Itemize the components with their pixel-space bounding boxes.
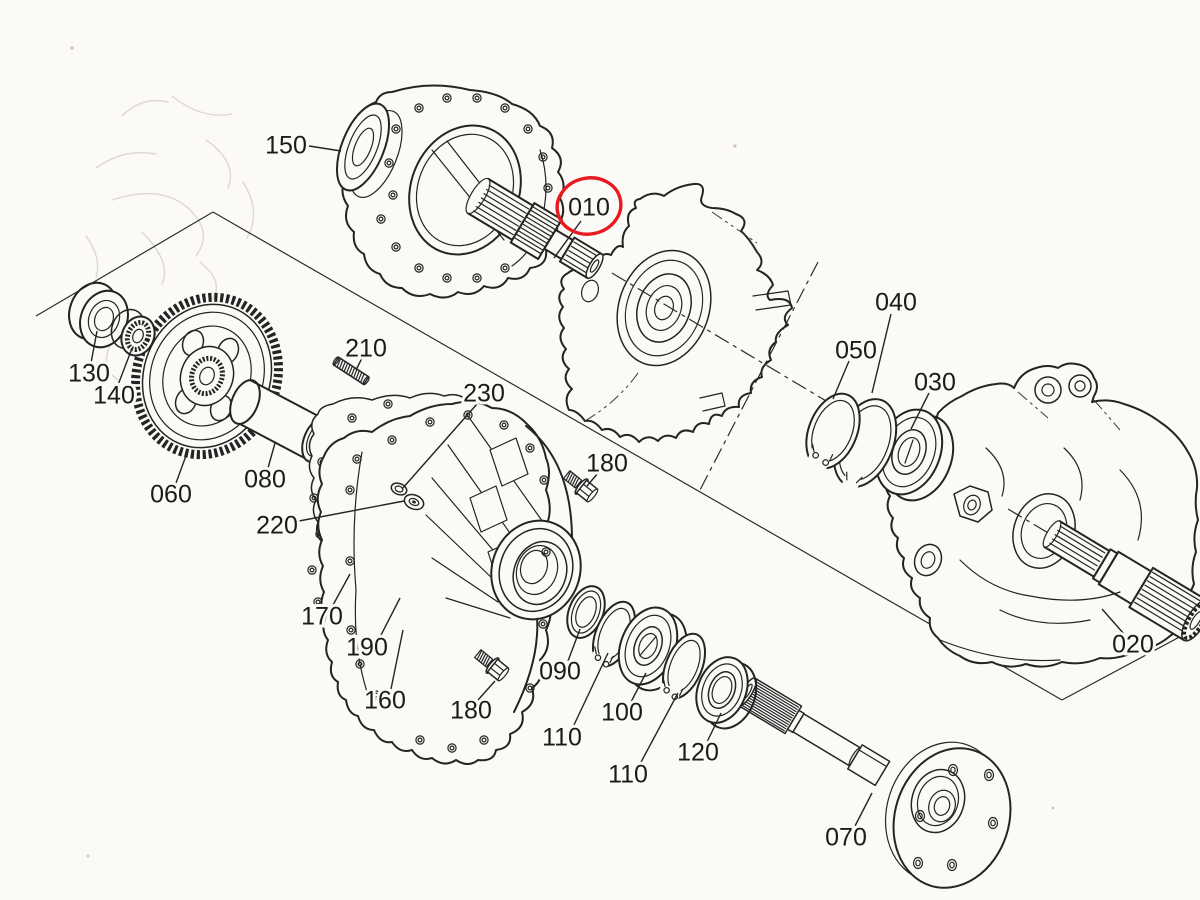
part-label-150-0: 150 — [265, 132, 307, 160]
part-050-snap-ring — [804, 392, 861, 475]
leader-line-150-0 — [308, 145, 342, 152]
leader-line-010-1 — [553, 220, 582, 259]
leader-line-090-14 — [567, 628, 581, 662]
centerline-bore-020 — [1007, 508, 1061, 541]
leader-line-210-2 — [355, 357, 363, 371]
leader-line-100-16 — [630, 672, 647, 703]
leader-line-060-5 — [175, 452, 188, 484]
part-230-washer — [390, 482, 408, 496]
centerline-bearing-group — [699, 261, 819, 491]
part-label-160-12: 160 — [364, 687, 406, 715]
leader-line-220-7 — [298, 500, 405, 522]
part-020-splined-shaft — [1042, 520, 1200, 642]
part-070-axle-shaft — [736, 677, 1012, 889]
part-label-180-9: 180 — [586, 450, 628, 478]
paper-specks — [70, 46, 1055, 858]
leader-line-070-23 — [854, 792, 873, 827]
part-label-100-16: 100 — [601, 699, 643, 727]
part-label-050-20: 050 — [835, 337, 877, 365]
leader-line-180-9 — [586, 472, 599, 487]
part-150-bevel-gear-case — [335, 84, 565, 299]
leader-line-050-20 — [832, 360, 850, 400]
part-label-130-3: 130 — [68, 360, 110, 388]
part-label-070-23: 070 — [825, 824, 867, 852]
part-label-010-1: 010 — [568, 194, 610, 222]
part-label-120-18: 120 — [677, 739, 719, 767]
part-label-040-19: 040 — [875, 289, 917, 317]
part-axle-support-housing — [558, 182, 793, 443]
part-label-090-14: 090 — [539, 658, 581, 686]
part-label-230-8: 230 — [463, 380, 505, 408]
highlight-circle-010 — [555, 176, 623, 236]
part-090-oil-seal — [566, 585, 606, 639]
leader-line-180-13 — [477, 680, 496, 701]
group-panel-lines — [35, 211, 1200, 701]
part-label-080-6: 080 — [244, 466, 286, 494]
leader-line-170-10 — [332, 573, 351, 606]
leader-line-040-19 — [871, 313, 892, 394]
part-label-180-13: 180 — [450, 697, 492, 725]
leader-line-160-12 — [390, 629, 404, 690]
leader-line-140-4 — [117, 350, 132, 386]
leader-line-190-11 — [379, 597, 401, 638]
leader-line-020-22 — [1101, 608, 1125, 635]
part-180-bolt-lower — [474, 649, 510, 682]
leader-line-130-3 — [90, 330, 98, 364]
part-label-140-4: 140 — [93, 382, 135, 410]
leader-line-030-21 — [910, 392, 930, 430]
leader-line-110-17 — [639, 692, 679, 765]
part-label-020-22: 020 — [1112, 631, 1154, 659]
leader-line-120-18 — [706, 712, 722, 743]
leader-line-110-15 — [572, 652, 609, 728]
leader-line-230-8 — [401, 403, 478, 490]
part-label-110-17: 110 — [608, 761, 648, 789]
part-100-ball-bearing — [617, 606, 688, 692]
part-210-stud — [332, 356, 370, 386]
part-120-seal-collar — [695, 656, 758, 730]
part-010-spline-shaft — [465, 177, 604, 280]
part-180-bolt-upper — [563, 470, 599, 503]
part-label-210-2: 210 — [345, 335, 387, 363]
part-140-collar-nut — [110, 308, 156, 357]
part-label-110-15: 110 — [542, 724, 582, 752]
part-label-030-21: 030 — [914, 369, 956, 397]
leader-line-080-6 — [267, 442, 276, 469]
part-label-170-10: 170 — [301, 603, 343, 631]
part-110-circlip-outer — [655, 632, 706, 708]
part-label-190-11: 190 — [346, 634, 388, 662]
part-label-060-5: 060 — [150, 481, 192, 509]
centerline-main-axis — [611, 272, 854, 418]
part-220-nut — [403, 493, 425, 511]
part-label-220-7: 220 — [256, 512, 298, 540]
